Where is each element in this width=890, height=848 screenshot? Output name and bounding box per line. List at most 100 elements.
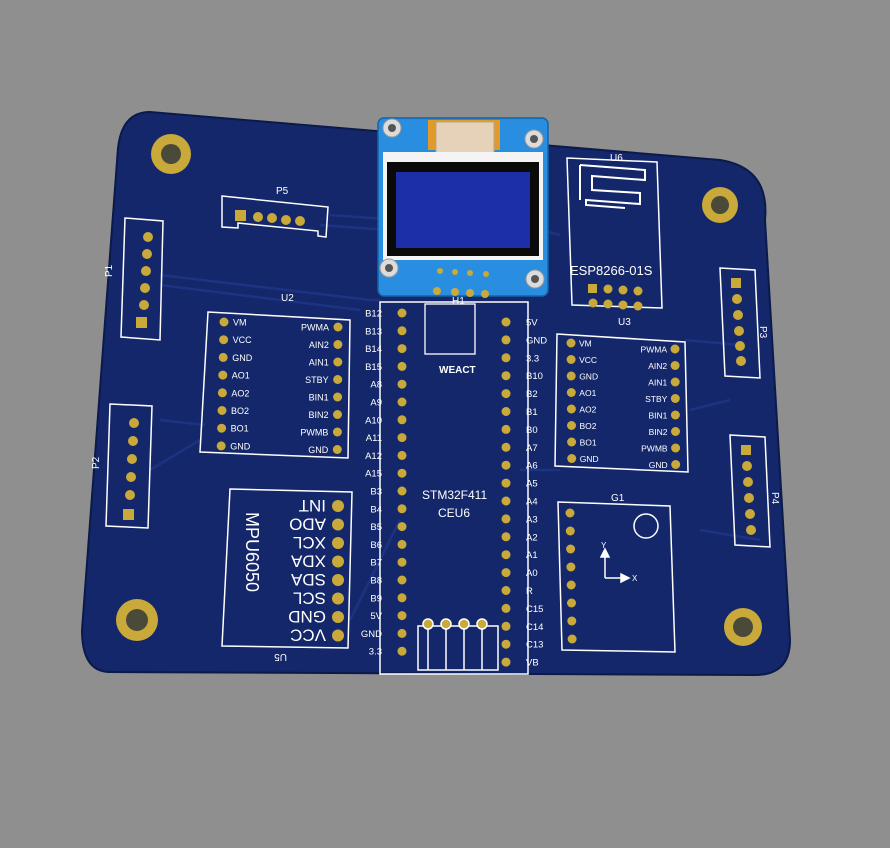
mcu-right-pin-pad	[501, 657, 511, 667]
mpu-pin-pad	[332, 500, 344, 512]
u3-right-pin-label: GND	[649, 460, 668, 470]
mpu-pin-label: ADO	[289, 515, 326, 534]
u2-right-pin-label: PWMB	[300, 428, 328, 438]
mpu-pin-label: SDA	[290, 570, 326, 589]
u2-right-pin-label: BIN1	[309, 393, 329, 403]
mcu-right-pin-label: 5V	[526, 318, 538, 329]
u2-right-pin-pad	[333, 322, 343, 332]
mcu-left-pin-pad	[397, 557, 407, 567]
u2-left-pin-label: AO1	[232, 371, 250, 381]
mcu-left-pin-pad	[397, 326, 407, 336]
mcu-right-pin-pad	[501, 496, 511, 506]
header-p5: P5	[221, 186, 329, 238]
u2-right-pin-pad	[333, 375, 343, 384]
mpu-pin-pad	[332, 629, 344, 642]
axis-y-label: Y	[601, 541, 607, 550]
u2-left-pin-label: BO2	[231, 406, 249, 416]
u2-left-pin-pad	[219, 335, 229, 345]
mpu-pin-pad	[332, 611, 344, 623]
swd-header	[417, 618, 499, 671]
mounting-hole-tl	[151, 134, 191, 174]
g1-pin-pad	[565, 526, 575, 536]
mcu-right-pin-pad	[501, 514, 511, 524]
mcu-left-pin-label: GND	[361, 629, 382, 640]
u3-right-pin-label: PWMB	[641, 444, 668, 454]
h1-label: H1	[452, 296, 465, 307]
mcu-left-pin-label: A15	[365, 469, 382, 480]
mcu-right-pin-pad	[501, 621, 511, 631]
mcu-left-pin-pad	[397, 344, 407, 354]
header-p2: P2	[91, 403, 153, 529]
mcu-right-pin-label: A5	[526, 479, 538, 490]
mcu-right-pin-pad	[501, 442, 511, 452]
u3-right-pin-label: BIN1	[648, 411, 667, 421]
u3-right-pin-pad	[671, 460, 681, 469]
u3-right-pin-pad	[670, 361, 680, 370]
g1-pin-pad	[567, 634, 577, 644]
u3-label: U3	[618, 317, 631, 328]
mpu-pin-pad	[332, 574, 344, 586]
mcu-left-pin-pad	[397, 628, 407, 638]
mcu-right-pin-label: A7	[526, 443, 538, 454]
u2-right-pin-label: GND	[308, 445, 329, 455]
u2-left-pin-label: BO1	[231, 424, 249, 434]
mcu-left-pin-label: B3	[370, 487, 382, 498]
mcu-right-pin-pad	[501, 586, 511, 595]
u3-left-pin-label: VM	[579, 339, 592, 349]
mcu-right-pin-label: B10	[526, 371, 543, 382]
u6-label: U6	[610, 153, 623, 164]
u2-left-pin-label: AO2	[231, 388, 249, 398]
u3-right-pin-label: STBY	[645, 394, 668, 404]
mcu-left-pin-pad	[397, 433, 407, 443]
header-p1: P1	[104, 217, 164, 341]
mcu-left-pin-label: A9	[370, 398, 382, 409]
mcu-right-pin-label: A4	[526, 497, 538, 508]
u3-left-pin-label: GND	[579, 372, 598, 382]
mcu-right-pin-pad	[501, 317, 511, 327]
u2-left-pin-label: VCC	[233, 335, 253, 345]
mcu-left-pin-label: B4	[370, 504, 382, 515]
mcu-chip-line1: STM32F411	[422, 488, 487, 502]
axis-arrows-icon	[599, 547, 631, 584]
g1-pin-pad	[566, 562, 576, 572]
mcu-left-pin-pad	[397, 646, 407, 656]
u3-left-pin-label: GND	[580, 454, 599, 464]
u3-left-pin-pad	[567, 421, 576, 430]
u3-left-pin-label: AO2	[579, 405, 596, 415]
mcu-chip-line2: CEU6	[438, 506, 470, 520]
mcu-left-pin-pad	[397, 468, 407, 478]
u2-right-pin-label: BIN2	[308, 410, 328, 420]
u2-right-pin-pad	[333, 357, 343, 367]
mcu-left-pin-pad	[397, 522, 407, 532]
mcu-right-pin-pad	[501, 532, 511, 542]
sensor-circle-icon	[633, 513, 659, 539]
mpu-pin-label: XCL	[293, 533, 326, 552]
u3-left-pin-label: BO2	[580, 421, 597, 431]
u2-left-pin-pad	[216, 441, 226, 451]
u3-right-pin-pad	[670, 410, 680, 420]
oled-screen	[396, 172, 530, 248]
pcb-board	[80, 110, 792, 677]
u2-right-pin-pad	[332, 427, 342, 437]
oled-header-pins	[437, 268, 489, 277]
u3-right-pin-pad	[670, 377, 680, 387]
mcu-left-pin-label: 3.3	[369, 647, 382, 658]
mpu-pin-label: VCC	[290, 626, 326, 645]
mounting-hole-tr	[702, 187, 738, 223]
mcu-right-pin-label: B1	[526, 407, 538, 418]
mcu-left-pin-pad	[397, 397, 407, 407]
mpu-pin-pad	[332, 592, 344, 605]
mpu-pin-label: XDA	[290, 552, 326, 571]
mcu-left-pin-pad	[397, 539, 407, 549]
mcu-right-pin-label: 3.3	[526, 353, 539, 364]
mpu-pin-label: SCL	[293, 589, 326, 608]
u2-left-pin-pad	[219, 317, 229, 327]
mcu-right-pin-label: B0	[526, 425, 538, 436]
u2-left-pin-pad	[217, 406, 227, 415]
mounting-hole-br	[724, 608, 762, 646]
mcu-left-pin-label: B5	[370, 522, 382, 533]
mcu-left-pin-label: B7	[370, 558, 382, 569]
mcu-left-pin-pad	[397, 450, 407, 460]
